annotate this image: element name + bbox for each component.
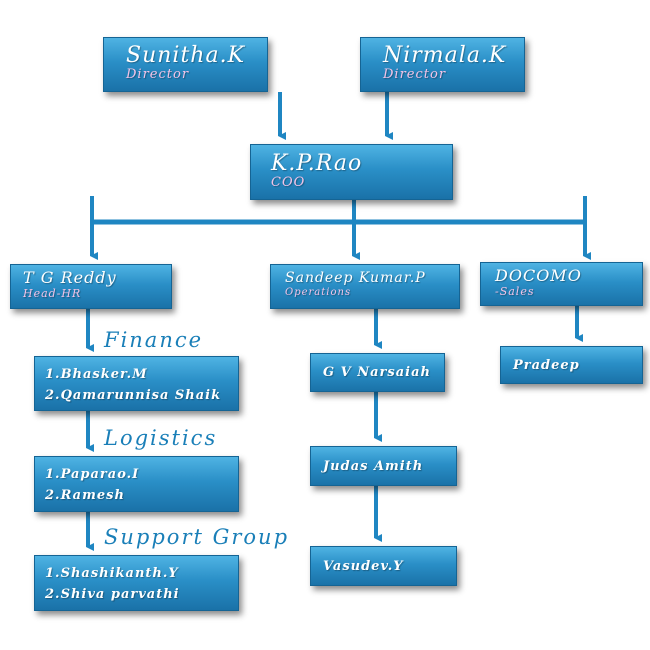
person-role: Operations [285, 287, 352, 298]
member-name: Pradeep [513, 357, 580, 373]
member-name: Vasudev.Y [323, 558, 404, 574]
person-role: COO [271, 175, 306, 190]
ops-box-vasudev[interactable]: Vasudev.Y [310, 546, 457, 586]
sales-box-pradeep[interactable]: Pradeep [500, 346, 643, 384]
finance-members-box[interactable]: 1.Bhasker.M 2.Qamarunnisa Shaik [34, 356, 239, 411]
person-name: Sandeep Kumar.P [285, 270, 426, 286]
person-name: T G Reddy [23, 268, 117, 287]
coo-box[interactable]: K.P.Rao COO [250, 144, 453, 200]
logistics-members-box[interactable]: 1.Paparao.I 2.Ramesh [34, 456, 239, 512]
heading-finance: Finance [104, 328, 204, 352]
person-role: Director [383, 67, 447, 82]
head-box-sales[interactable]: DOCOMO -Sales [480, 262, 643, 306]
member-name: 2.Ramesh [45, 488, 125, 503]
member-name: 2.Shiva parvathi [45, 587, 180, 602]
ops-box-narsaiah[interactable]: G V Narsaiah [310, 353, 445, 392]
support-members-box[interactable]: 1.Shashikanth.Y 2.Shiva parvathi [34, 555, 239, 611]
heading-support-group: Support Group [104, 525, 290, 549]
person-name: K.P.Rao [271, 151, 363, 176]
member-name: 1.Shashikanth.Y [45, 566, 179, 581]
person-name: DOCOMO [495, 266, 582, 285]
member-name: Judas Amith [323, 458, 424, 474]
member-name: 2.Qamarunnisa Shaik [45, 388, 222, 403]
member-name: G V Narsaiah [323, 365, 431, 380]
ops-box-judas[interactable]: Judas Amith [310, 446, 457, 486]
member-name: 1.Paparao.I [45, 467, 140, 482]
person-role: Head-HR [23, 287, 82, 300]
director-box-nirmala[interactable]: Nirmala.K Director [360, 37, 525, 92]
heading-logistics: Logistics [104, 426, 218, 450]
person-name: Sunitha.K [126, 43, 245, 68]
person-role: -Sales [495, 285, 535, 298]
person-name: Nirmala.K [383, 43, 507, 68]
head-box-hr[interactable]: T G Reddy Head-HR [10, 264, 172, 309]
person-role: Director [126, 67, 190, 82]
head-box-operations[interactable]: Sandeep Kumar.P Operations [270, 264, 460, 309]
member-name: 1.Bhasker.M [45, 367, 148, 382]
director-box-sunitha[interactable]: Sunitha.K Director [103, 37, 268, 92]
